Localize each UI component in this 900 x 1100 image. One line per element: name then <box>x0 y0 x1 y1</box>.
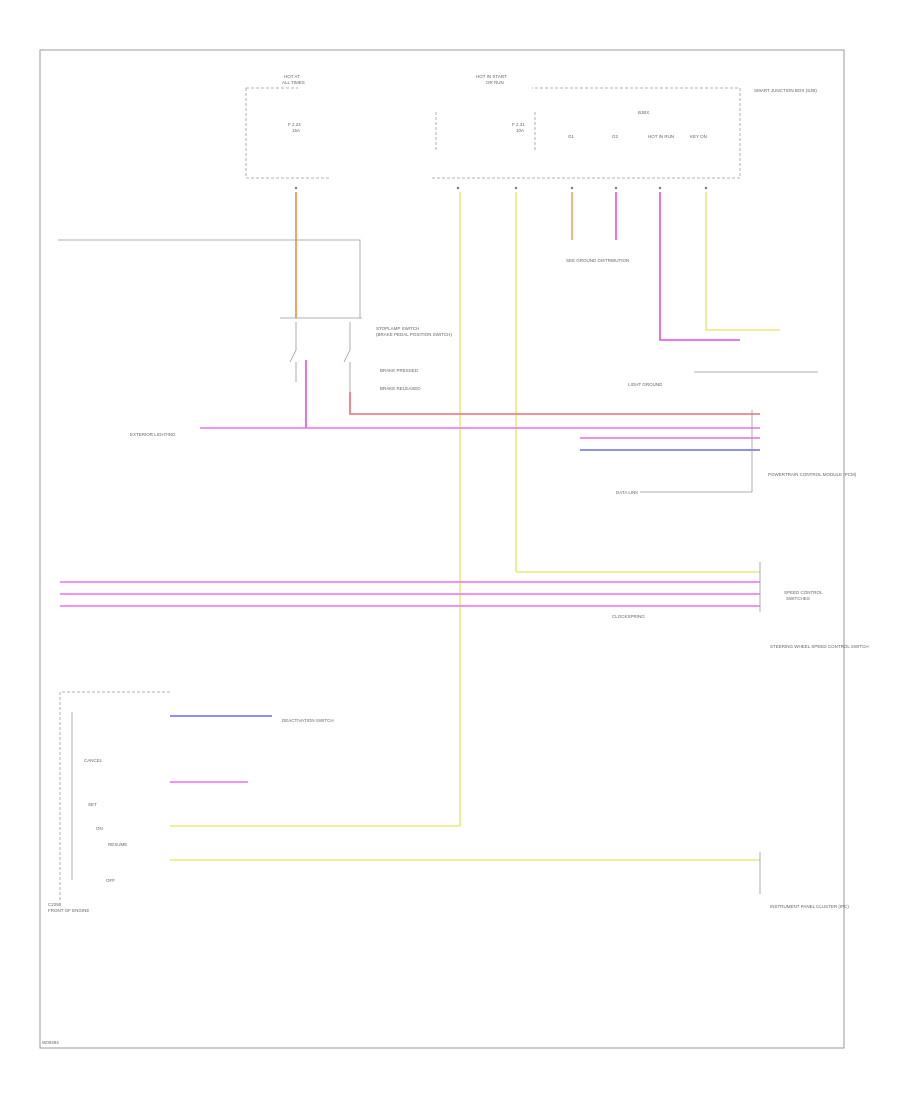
data-link-label: DATA LINK <box>616 490 638 495</box>
connector-2-label: FRONT OF ENGINE <box>48 908 89 913</box>
top-right-header-1: HOT IN START <box>476 74 507 79</box>
top-left-header-1: HOT AT <box>284 74 300 79</box>
hot-in-run-label: HOT IN RUN <box>648 134 674 139</box>
hot-line <box>58 239 361 318</box>
fuse-left-1: F 2.24 <box>288 122 301 127</box>
key-on-label: KEY ON <box>690 134 707 139</box>
resume-label: RESUME <box>108 842 127 847</box>
deactivation-label: DEACTIVATION SWITCH <box>282 718 334 723</box>
top-right-header-2: OR RUN <box>486 80 504 85</box>
off-label: OFF <box>106 878 115 883</box>
pcm-label: POWERTRAIN CONTROL MODULE (PCM) <box>768 472 857 477</box>
footer-code: W00494 <box>42 1040 59 1045</box>
set-label: SET <box>88 802 97 807</box>
fuse-left-2: 15A <box>292 128 300 133</box>
switch-block-enclosure <box>59 691 170 900</box>
see-ground-label: SEE GROUND DISTRIBUTION <box>566 258 629 263</box>
ground-1-label: G1 <box>568 134 575 139</box>
on-label: ON <box>96 826 103 831</box>
brake-released-label: BRAKE RELEASED <box>380 386 421 391</box>
switch-contact-left <box>289 322 297 382</box>
speed-control-block: SPEED CONTROL <box>784 590 823 595</box>
wire-yellow-right <box>705 192 780 331</box>
connector-1-label: C2290 <box>48 902 62 907</box>
fuse-right-2: 10A <box>516 128 524 133</box>
light-ground-label: LIGHT GROUND <box>628 382 663 387</box>
speed-control-block-2: SWITCHES <box>786 596 810 601</box>
sjb-pin-row <box>294 186 708 190</box>
steering-wheel-switch-label: STEERING WHEEL SPEED CONTROL SWITCH <box>770 644 869 649</box>
wire-red-bus <box>349 392 760 415</box>
top-left-header-2: ALL TIMES <box>282 80 305 85</box>
diagram-frame <box>39 49 845 1049</box>
sjb-enclosure <box>245 87 741 179</box>
cancel-label: CANCEL <box>84 758 103 763</box>
stoplamp-switch-note: (BRAKE PEDAL POSITION SWITCH) <box>376 332 452 337</box>
clockspring-label: CLOCKSPRING <box>612 614 645 619</box>
switch-contact-right <box>343 322 351 392</box>
wire-violet-right <box>659 192 740 341</box>
bjb-label: BJBX <box>638 110 649 115</box>
brake-pressed-label: BRAKE PRESSED <box>380 368 419 373</box>
ipc-label: INSTRUMENT PANEL CLUSTER (IPC) <box>770 904 849 909</box>
fuse-right-1: F 2.31 <box>512 122 525 127</box>
ground-2-label: G2 <box>612 134 619 139</box>
pcm-bracket <box>640 410 753 493</box>
stoplamp-switch-label: STOPLAMP SWITCH <box>376 326 419 331</box>
exterior-lights-label: EXTERIOR LIGHTING <box>130 432 176 437</box>
smart-junction-box-label: SMART JUNCTION BOX (SJB) <box>754 88 817 93</box>
